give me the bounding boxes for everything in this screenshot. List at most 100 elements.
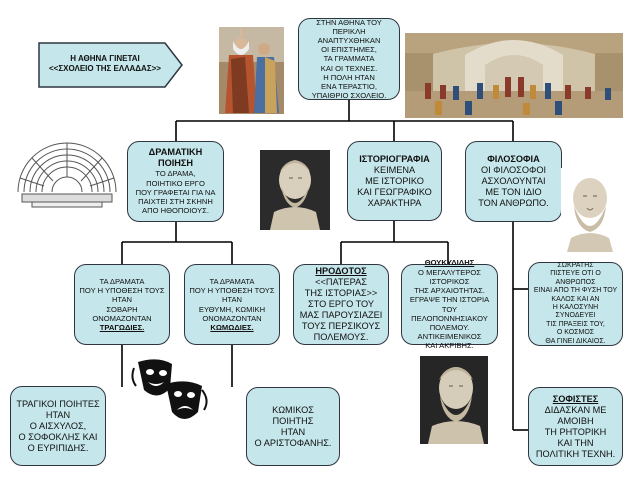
sophists-line-1: ΔΙΔΑΣΚΑΝ ΜΕ ΑΜΟΙΒΗ: [544, 404, 607, 426]
socrates-line-1: ΣΩΚΡΑΤΗΣ: [557, 261, 594, 269]
philosophy-box: ΦΙΛΟΣΟΦΙΑ ΟΙ ΦΙΛΟΣΟΦΟΙ ΑΣΧΟΛΟΥΝΤΑΙ ΜΕ ΤΟ…: [465, 141, 562, 222]
history-line-1: ΚΕΙΜΕΝΑ: [373, 164, 416, 175]
tragic-poets-line-4: Ο ΣΟΦΟΚΛΗΣ ΚΑΙ: [18, 431, 98, 442]
theatre-plan-icon: [12, 132, 122, 210]
herodotus-box: ΗΡΟΔΟΤΟΣ <<ΠΑΤΕΡΑΣ ΤΗΣ ΙΣΤΟΡΙΑΣ>> ΣΤΟ ΕΡ…: [293, 264, 389, 345]
socrates-line-2: ΠΙΣΤΕΥΕ ΟΤΙ Ο ΑΝΘΡΩΠΟΣ: [550, 270, 601, 286]
tragic-poets-line-1: ΤΡΑΓΙΚΟΙ ΠΟΙΗΤΕΣ: [16, 398, 100, 409]
comic-poet-box: ΚΩΜΙΚΟΣ ΠΟΙΗΤΗΣ ΗΤΑΝ Ο ΑΡΙΣΤΟΦΑΝΗΣ.: [246, 387, 340, 466]
top-line-4: ΤΑ ΓΡΑΜΜΑΤΑ: [323, 54, 375, 64]
herodotus-line-3: ΣΤΟ ΕΡΓΟ ΤΟΥ: [307, 299, 375, 309]
top-line-8: ΥΠΑΙΘΡΙΟ ΣΧΟΛΕΙΟ.: [311, 91, 387, 101]
tragic-poets-line-3: Ο ΑΙΣΧΥΛΟΣ,: [29, 420, 87, 431]
herodotus-line-5: ΤΟΥΣ ΠΕΡΣΙΚΟΥΣ: [301, 321, 381, 331]
sophists-box: ΣΟΦΙΣΤΕΣ ΔΙΔΑΣΚΑΝ ΜΕ ΑΜΟΙΒΗ ΤΗ ΡΗΤΟΡΙΚΗ …: [528, 387, 623, 466]
socrates-line-4: ΚΑΛΟΣ ΚΑΙ ΑΝ: [551, 295, 600, 303]
top-line-5: ΚΑΙ ΟΙ ΤΕΧΝΕΣ.: [320, 63, 378, 73]
comedy-line-1: ΤΑ ΔΡΑΜΑΤΑ: [209, 276, 255, 286]
thucydides-line-5: ΤΟΥ ΠΕΛΟΠΟΝΝΗΣΙΑΚΟΥ: [411, 304, 488, 323]
socrates-line-5: Η ΚΑΛΟΣΥΝΗ: [552, 304, 599, 311]
history-title: ΙΣΤΟΡΙΟΓΡΑΦΙΑ: [359, 153, 430, 164]
top-line-7: ΕΝΑ ΤΕΡΑΣΤΙΟ,: [321, 82, 377, 92]
thucydides-box: ΘΟΥΚΥΔΙΔΗΣ Ο ΜΕΓΑΛΥΤΕΡΟΣ ΙΣΤΟΡΙΚΟΣ ΤΗΣ Α…: [401, 258, 498, 350]
herodotus-title: ΗΡΟΔΟΤΟΣ: [315, 266, 367, 276]
thucydides-title: ΘΟΥΚΥΔΙΔΗΣ: [424, 258, 475, 268]
herodotus-line-2: ΤΗΣ ΙΣΤΟΡΙΑΣ>>: [304, 288, 378, 298]
drama-line-4: ΠΑΙΧΤΕΙ ΣΤΗ ΣΚΗΝΗ: [138, 197, 213, 207]
tragedy-line-5: ΟΝΟΜΑΖΟΝΤΑΝ: [92, 313, 152, 323]
history-line-2: ΜΕ ΙΣΤΟΡΙΚΟ: [365, 175, 424, 186]
thucydides-line-3: ΤΗΣ ΑΡΧΑΙΟΤΗΤΑΣ.: [414, 286, 485, 296]
comedy-line-3: ΗΤΑΝ: [221, 295, 243, 305]
comedy-line-6: ΚΩΜΩΔΙΕΣ.: [210, 322, 254, 332]
tragedy-line-1: ΤΑ ΔΡΑΜΑΤΑ: [99, 276, 145, 286]
comedy-line-5: ΟΝΟΜΑΖΟΝΤΑΝ: [202, 313, 262, 323]
socrates-line-7: ΤΙΣ ΠΡΑΞΕΙΣ ΤΟΥ,: [546, 320, 605, 328]
tragedy-line-3: ΗΤΑΝ: [111, 295, 133, 305]
sophists-title: ΣΟΦΙΣΤΕΣ: [552, 393, 599, 404]
socrates-bust-icon: [561, 168, 619, 252]
herodotus-line-6: ΠΟΛΕΜΟΥΣ.: [313, 332, 369, 342]
herodotus-bust-icon: [260, 150, 330, 230]
top-line-1: ΣΤΗΝ ΑΘΗΝΑ ΤΟΥ ΠΕΡΙΚΛΗ: [316, 17, 382, 36]
thucydides-line-1: Ο ΜΕΓΑΛΥΤΕΡΟΣ: [418, 267, 481, 277]
philosophers-painting-icon: [219, 27, 284, 114]
tragedy-line-2: ΠΟΥ Η ΥΠΟΘΕΣΗ ΤΟΥΣ: [79, 286, 165, 296]
sophists-line-3: ΚΑΙ ΤΗΝ: [557, 437, 594, 448]
socrates-box: ΣΩΚΡΑΤΗΣ ΠΙΣΤΕΥΕ ΟΤΙ Ο ΑΝΘΡΩΠΟΣ ΕΙΝΑΙ ΑΠ…: [528, 262, 623, 346]
socrates-line-3: ΕΙΝΑΙ ΑΠΟ ΤΗ ΦΥΣΗ ΤΟΥ: [533, 287, 618, 295]
banner-arrow-shape: [38, 42, 183, 88]
socrates-line-9: ΘΑ ΓΙΝΕΙ ΔΙΚΑΙΟΣ.: [545, 337, 606, 345]
drama-line-1: ΤΟ ΔΡΑΜΑ,: [155, 169, 196, 179]
sophists-line-2: ΤΗ ΡΗΤΟΡΙΚΗ: [544, 426, 607, 437]
socrates-line-6: ΣΥΝΟΔΕΥΕΙ: [555, 312, 596, 320]
comedy-line-2: ΠΟΥ Η ΥΠΟΘΕΣΗ ΤΟΥΣ: [189, 286, 275, 296]
philosophy-line-1: ΟΙ ΦΙΛΟΣΟΦΟΙ: [480, 165, 547, 175]
thucydides-line-7: ΑΝΤΙΚΕΙΜΕΝΙΚΟΣ: [417, 332, 482, 342]
tragedy-box: ΤΑ ΔΡΑΜΑΤΑ ΠΟΥ Η ΥΠΟΘΕΣΗ ΤΟΥΣ ΗΤΑΝ ΣΟΒΑΡ…: [74, 264, 170, 345]
comedy-line-4: ΕΥΘΥΜΗ, ΚΩΜΙΚΗ: [198, 304, 266, 314]
thucydides-line-4: ΕΓΡΑΨΕ ΤΗΝ ΙΣΤΟΡΙΑ: [409, 295, 490, 305]
drama-title: ΔΡΑΜΑΤΙΚΗ ΠΟΙΗΣΗ: [148, 147, 203, 169]
comic-poet-line-2: ΗΤΑΝ: [280, 426, 306, 437]
philosophy-title: ΦΙΛΟΣΟΦΙΑ: [487, 154, 540, 164]
socrates-line-8: Ο ΚΟΣΜΟΣ: [556, 329, 595, 337]
top-line-3: ΟΙ ΕΠΙΣΤΗΜΕΣ,: [321, 45, 377, 55]
thucydides-line-8: ΚΑΙ ΑΚΡΙΒΗΣ.: [425, 341, 474, 351]
philosophy-line-4: ΤΟΝ ΑΝΘΡΩΠΟ.: [478, 198, 549, 208]
banner-line-1: Η ΑΘΗΝΑ ΓΙΝΕΤΑΙ: [70, 54, 140, 63]
top-line-6: Η ΠΟΛΗ ΗΤΑΝ: [323, 72, 375, 82]
tragic-poets-line-2: ΗΤΑΝ: [45, 409, 71, 420]
banner-line-2: <<ΣΧΟΛΕΙΟ ΤΗΣ ΕΛΛΑΔΑΣ>>: [49, 64, 161, 73]
comedy-box: ΤΑ ΔΡΑΜΑΤΑ ΠΟΥ Η ΥΠΟΘΕΣΗ ΤΟΥΣ ΗΤΑΝ ΕΥΘΥΜ…: [184, 264, 280, 345]
comic-poet-line-3: Ο ΑΡΙΣΤΟΦΑΝΗΣ.: [254, 437, 332, 448]
herodotus-line-4: ΜΑΣ ΠΑΡΟΥΣΙΑΖΕΙ: [299, 310, 383, 320]
history-line-4: ΧΑΡΑΚΤΗΡΑ: [367, 197, 422, 208]
sophists-line-4: ΠΟΛΙΤΙΚΗ ΤΕΧΝΗ.: [535, 448, 616, 459]
herodotus-line-1: <<ΠΑΤΕΡΑΣ: [315, 277, 367, 287]
theatre-masks-icon: [130, 356, 212, 428]
title-banner: Η ΑΘΗΝΑ ΓΙΝΕΤΑΙ <<ΣΧΟΛΕΙΟ ΤΗΣ ΕΛΛΑΔΑΣ>>: [38, 42, 183, 88]
tragedy-line-6: ΤΡΑΓΩΔΙΕΣ.: [99, 322, 145, 332]
comic-poet-line-1: ΚΩΜΙΚΟΣ ΠΟΙΗΤΗΣ: [272, 404, 314, 426]
thucydides-line-6: ΠΟΛΕΜΟΥ.: [429, 322, 470, 332]
school-of-athens-painting-icon: [405, 33, 623, 118]
drama-line-3: ΠΟΥ ΓΡΑΦΕΤΑΙ ΓΙΑ ΝΑ: [135, 187, 216, 197]
drama-box: ΔΡΑΜΑΤΙΚΗ ΠΟΙΗΣΗ ΤΟ ΔΡΑΜΑ, ΠΟΙΗΤΙΚΟ ΕΡΓΟ…: [127, 141, 224, 222]
philosophy-line-3: ΜΕ ΤΟΝ ΙΔΙΟ: [485, 187, 542, 197]
drama-line-2: ΠΟΙΗΤΙΚΟ ΕΡΓΟ: [146, 178, 205, 188]
tragedy-line-4: ΣΟΒΑΡΗ: [106, 304, 138, 314]
history-line-3: ΚΑΙ ΓΕΩΓΡΑΦΙΚΟ: [357, 186, 432, 197]
top-line-2: ΑΝΑΠΤΥΧΘΗΚΑΝ: [317, 36, 381, 45]
tragic-poets-box: ΤΡΑΓΙΚΟΙ ΠΟΙΗΤΕΣ ΗΤΑΝ Ο ΑΙΣΧΥΛΟΣ, Ο ΣΟΦΟ…: [10, 386, 106, 466]
tragic-poets-line-5: Ο ΕΥΡΙΠΙΔΗΣ.: [27, 442, 89, 453]
thucydides-bust-icon: [420, 356, 488, 444]
banner-text: Η ΑΘΗΝΑ ΓΙΝΕΤΑΙ <<ΣΧΟΛΕΙΟ ΤΗΣ ΕΛΛΑΔΑΣ>>: [46, 54, 164, 74]
history-box: ΙΣΤΟΡΙΟΓΡΑΦΙΑ ΚΕΙΜΕΝΑ ΜΕ ΙΣΤΟΡΙΚΟ ΚΑΙ ΓΕ…: [347, 141, 442, 221]
drama-line-5: ΑΠΟ ΗΘΟΠΟΙΟΥΣ.: [142, 206, 209, 216]
top-box-athens: ΣΤΗΝ ΑΘΗΝΑ ΤΟΥ ΠΕΡΙΚΛΗ ΑΝΑΠΤΥΧΘΗΚΑΝ ΟΙ Ε…: [298, 18, 400, 100]
thucydides-line-2: ΙΣΤΟΡΙΚΟΣ: [429, 276, 470, 286]
philosophy-line-2: ΑΣΧΟΛΟΥΝΤΑΙ: [481, 176, 546, 186]
